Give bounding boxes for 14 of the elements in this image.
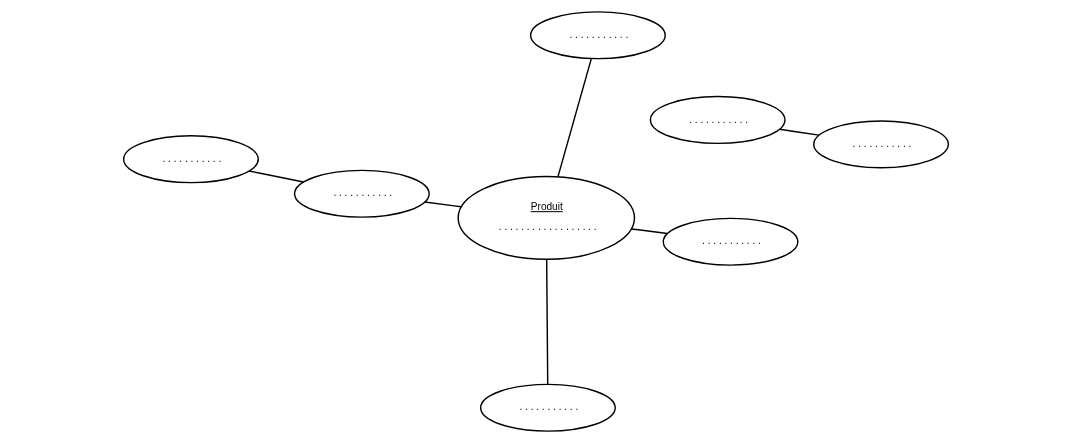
connector — [630, 227, 669, 234]
node-ellipse: . . . . . . . . . . . — [293, 169, 430, 218]
node-ellipse: . . . . . . . . . . . — [662, 217, 799, 266]
connector — [545, 258, 549, 385]
connector — [778, 128, 820, 136]
connector — [557, 57, 593, 177]
node-ellipse: . . . . . . . . . . . — [479, 383, 616, 432]
node-ellipse: . . . . . . . . . . . — [649, 95, 786, 144]
node-ellipse: . . . . . . . . . . . — [813, 119, 950, 168]
node-ellipse: . . . . . . . . . . . — [122, 134, 259, 183]
node-ellipse: . . . . . . . . . . . — [529, 10, 666, 59]
connector — [248, 169, 305, 183]
connector — [424, 200, 462, 207]
node-ellipse: Produit . . . . . . . . . . . . . . . . . . — [457, 175, 636, 260]
